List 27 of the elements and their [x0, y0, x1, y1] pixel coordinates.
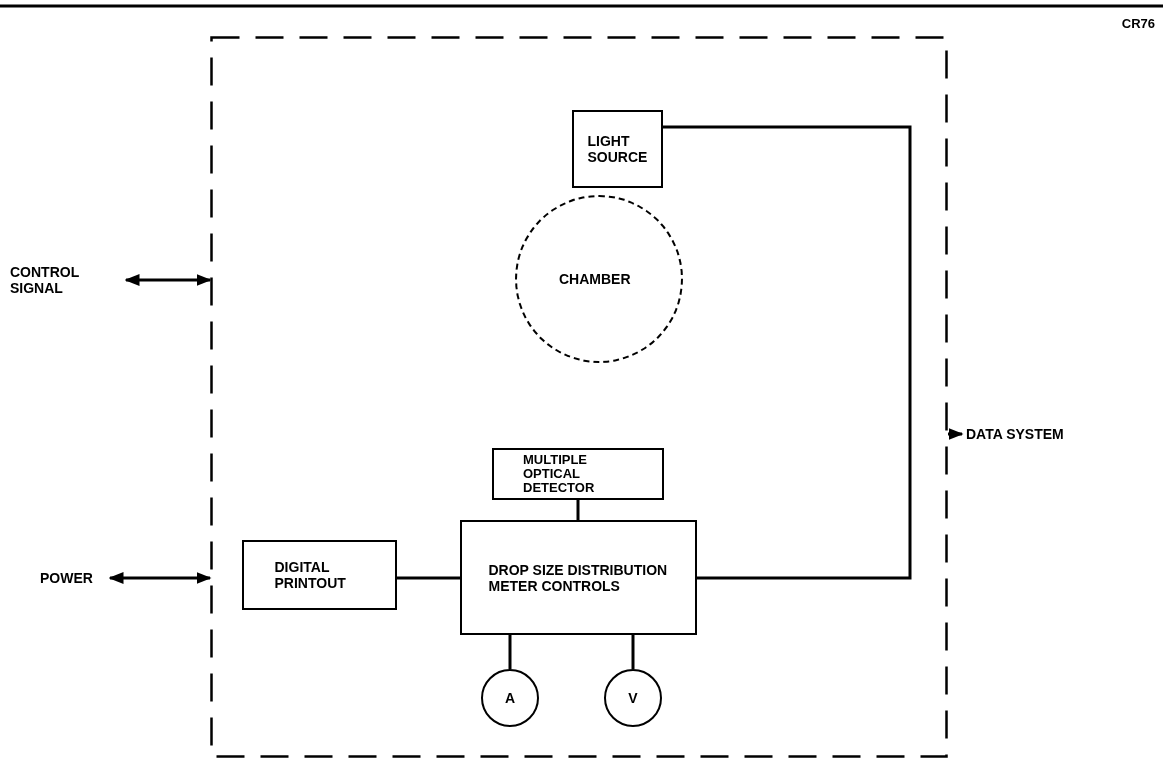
box-label: LIGHT SOURCE — [587, 133, 648, 165]
connector-line — [508, 635, 512, 669]
box-label: MULTIPLE OPTICAL DETECTOR — [523, 453, 596, 495]
chamber-circle — [515, 195, 683, 363]
process-box — [572, 110, 663, 188]
process-box — [460, 520, 697, 635]
process-box — [242, 540, 397, 610]
arrow — [948, 428, 964, 440]
signal-label: CONTROL SIGNAL — [10, 264, 80, 296]
instrument-boundary — [210, 36, 948, 758]
signal-label: DATA SYSTEM — [966, 426, 1065, 442]
arrow — [108, 572, 212, 584]
figure-code: CR76 — [1121, 16, 1155, 32]
process-box — [492, 448, 664, 500]
arrow — [124, 274, 212, 286]
connector-line — [631, 635, 635, 669]
box-label: DIGITAL PRINTOUT — [274, 559, 347, 591]
connector-line — [576, 500, 580, 520]
box-label: CHAMBER — [559, 271, 632, 287]
box-label: DROP SIZE DISTRIBUTION METER CONTROLS — [488, 561, 669, 594]
connector-line — [397, 576, 460, 580]
signal-label: POWER — [40, 570, 94, 586]
connector-line — [663, 125, 912, 580]
meter-symbol: A — [504, 690, 516, 706]
meter-circle — [604, 669, 662, 727]
meter-symbol: V — [628, 690, 638, 706]
meter-circle — [481, 669, 539, 727]
